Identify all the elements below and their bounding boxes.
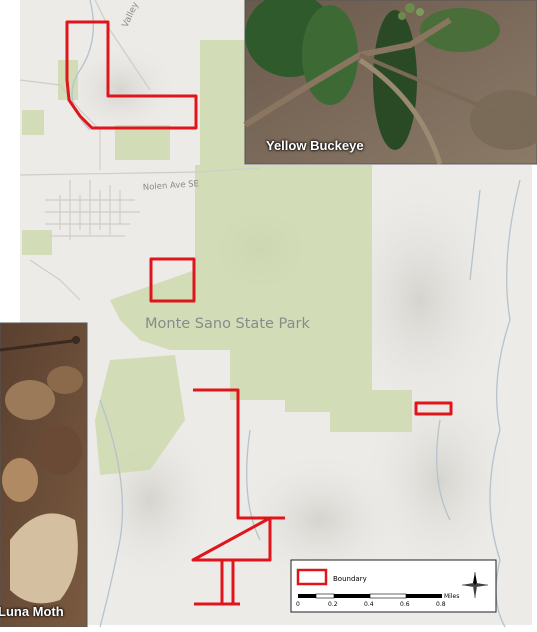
legend-boundary-swatch (296, 568, 328, 586)
scale-tick-3: 0.6 (400, 601, 410, 608)
legend: Boundary 0 0.2 0.4 0.6 0.8 Miles (290, 559, 497, 613)
luna-moth-photo (0, 322, 88, 628)
road-label-nolen: Nolen Ave SE (143, 179, 200, 193)
legend-boundary-label: Boundary (333, 575, 367, 583)
scale-tick-0: 0 (296, 601, 300, 608)
yellow-buckeye-photo (243, 0, 537, 165)
scale-units: Miles (444, 593, 459, 600)
park-area (22, 40, 412, 475)
boundary-parcel-south (191, 388, 285, 606)
park-label: Monte Sano State Park (145, 316, 310, 332)
scale-tick-4: 0.8 (436, 601, 446, 608)
boundary-parcel-north (65, 20, 198, 130)
north-arrow-icon (462, 572, 488, 598)
luna-moth-label: Luna Moth (0, 604, 64, 619)
scale-bar (298, 593, 442, 599)
boundary-polygons (65, 20, 453, 606)
boundary-parcel-east (414, 401, 453, 416)
scale-tick-1: 0.2 (328, 601, 338, 608)
boundary-parcel-central (149, 257, 196, 303)
yellow-buckeye-label: Yellow Buckeye (266, 138, 364, 153)
scale-tick-2: 0.4 (364, 601, 374, 608)
